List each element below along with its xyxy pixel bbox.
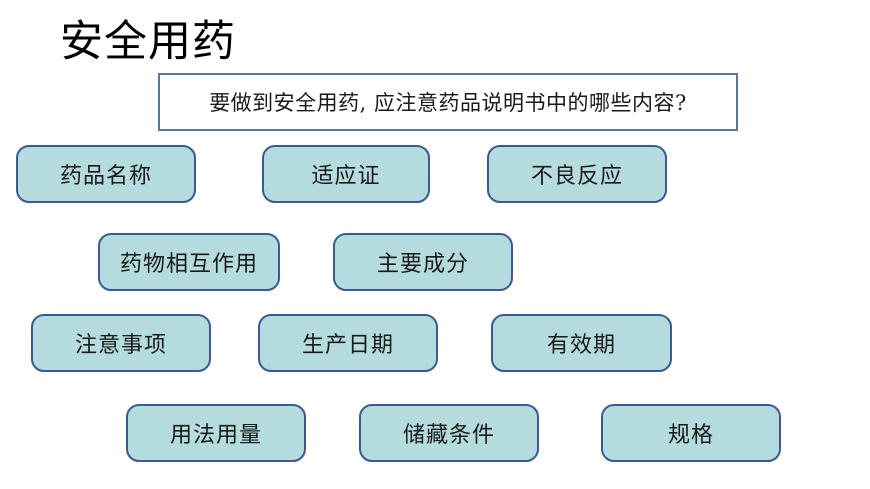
node-box[interactable]: 规格: [601, 404, 781, 462]
node-label: 有效期: [546, 333, 616, 358]
node-box[interactable]: 有效期: [491, 314, 672, 372]
node-label: 适应证: [311, 164, 381, 189]
node-box[interactable]: 药品名称: [16, 145, 196, 203]
question-box: 要做到安全用药, 应注意药品说明书中的哪些内容?: [158, 73, 738, 131]
question-text: 要做到安全用药, 应注意药品说明书中的哪些内容?: [209, 91, 687, 115]
node-box[interactable]: 生产日期: [258, 314, 438, 372]
node-box[interactable]: 药物相互作用: [98, 233, 280, 291]
page-title: 安全用药: [60, 17, 236, 67]
node-label: 主要成分: [376, 252, 469, 277]
node-label: 不良反应: [530, 164, 623, 189]
node-label: 药品名称: [59, 164, 152, 189]
node-label: 注意事项: [74, 333, 167, 358]
node-label: 用法用量: [169, 423, 262, 448]
node-box[interactable]: 不良反应: [487, 145, 667, 203]
node-label: 规格: [667, 423, 714, 448]
node-box[interactable]: 用法用量: [126, 404, 306, 462]
node-label: 药物相互作用: [119, 252, 258, 277]
node-label: 生产日期: [301, 333, 394, 358]
node-label: 储藏条件: [402, 423, 495, 448]
node-box[interactable]: 储藏条件: [359, 404, 539, 462]
node-box[interactable]: 注意事项: [31, 314, 211, 372]
node-box[interactable]: 主要成分: [333, 233, 513, 291]
node-box[interactable]: 适应证: [262, 145, 430, 203]
